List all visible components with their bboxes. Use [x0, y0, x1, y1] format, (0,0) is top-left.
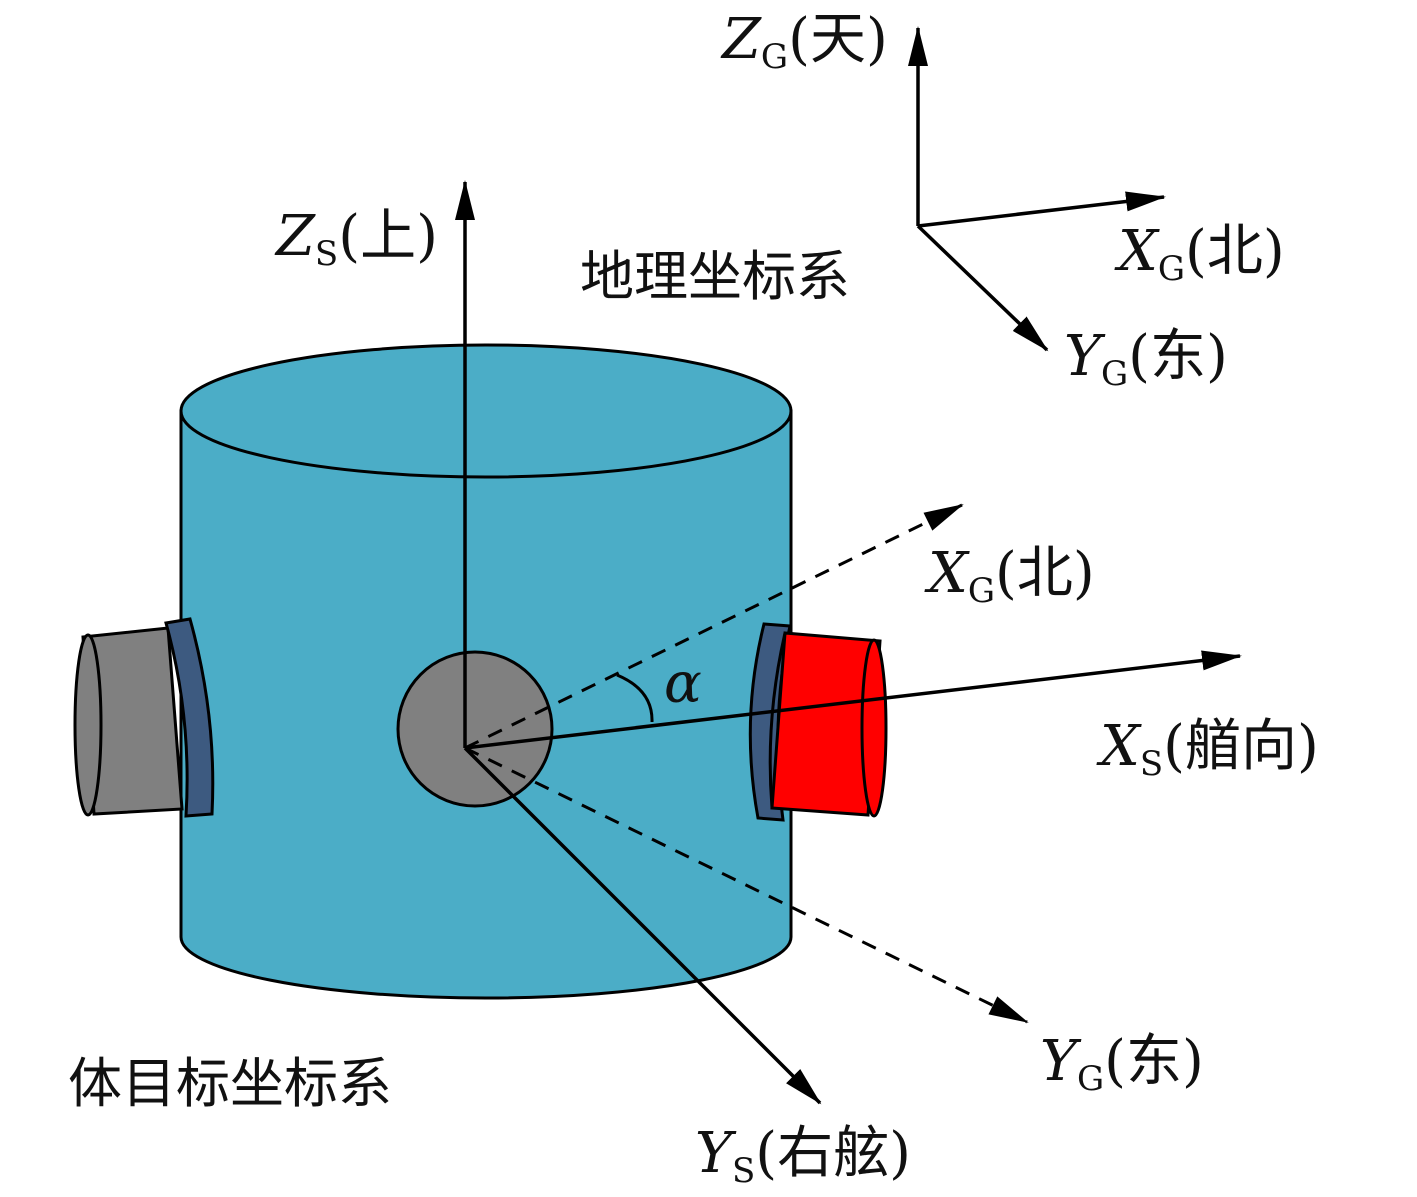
ys-label: YS(右舷)	[695, 1121, 911, 1191]
xg-projected-line	[464, 503, 964, 750]
xs-label: XS(艏向)	[1096, 714, 1319, 784]
alpha-label: α	[664, 651, 702, 716]
body-frame-title: 体目标坐标系	[68, 1052, 392, 1115]
xs-axis-line	[464, 650, 1242, 750]
body-axes	[455, 180, 1242, 1105]
ys-axis-line	[463, 746, 822, 1105]
yg-label: YG(东)	[1064, 324, 1228, 394]
zg-label: ZG(天)	[720, 7, 888, 77]
xg-label: XG(北)	[1114, 219, 1285, 289]
alpha-arc	[616, 673, 654, 723]
xg-projected-label: XG(北)	[924, 541, 1095, 611]
center-disk	[396, 650, 554, 808]
zs-label: ZS(上)	[274, 204, 438, 274]
yg-projected-line	[464, 746, 1029, 1024]
geo-frame-title: 地理坐标系	[580, 245, 850, 308]
right-red-thruster	[748, 622, 888, 822]
cylinder-top	[179, 343, 793, 479]
yg-projected-label: YG(东)	[1040, 1029, 1204, 1099]
left-gray-thruster	[73, 617, 215, 818]
yg-axis-line	[916, 224, 1049, 352]
geo-axes	[908, 26, 1166, 352]
xg-axis-line	[917, 191, 1166, 228]
